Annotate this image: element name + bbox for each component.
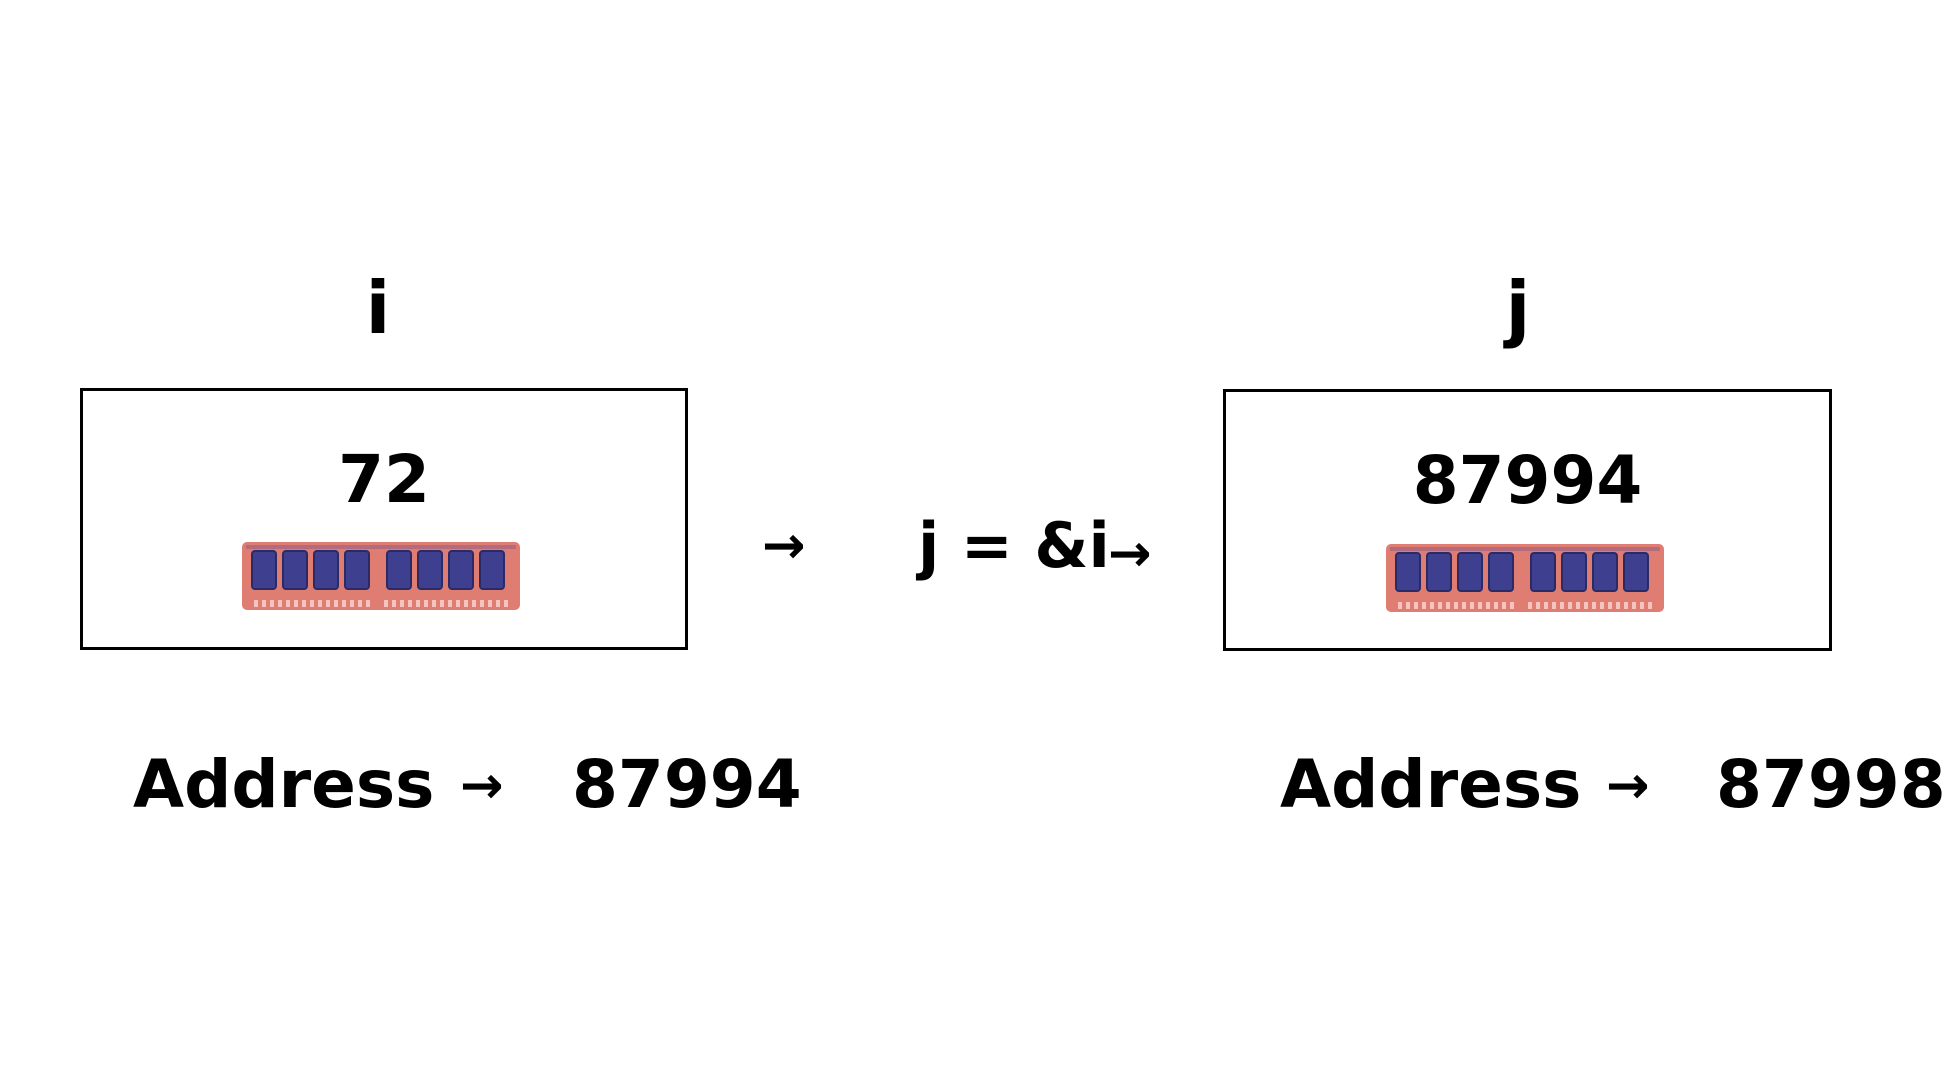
ram-stick-icon bbox=[242, 542, 520, 610]
address-value-j: 87998 bbox=[1716, 746, 1946, 823]
address-label: Address bbox=[1280, 746, 1582, 823]
address-arrow-icon: → bbox=[1606, 756, 1650, 816]
memory-cell-j: 87994 bbox=[1223, 389, 1832, 651]
address-arrow-icon: → bbox=[460, 756, 504, 816]
ram-stick-icon bbox=[1386, 544, 1664, 612]
address-row-i: Address bbox=[133, 752, 434, 818]
assignment-expression: j = &i bbox=[918, 509, 1110, 582]
address-value-i: 87994 bbox=[572, 746, 802, 823]
variable-name-j: j bbox=[1505, 266, 1531, 350]
cell-value-i: 72 bbox=[338, 441, 430, 518]
address-label: Address bbox=[133, 746, 435, 823]
arrow-right-icon: → bbox=[762, 516, 806, 576]
address-row-j: Address bbox=[1280, 752, 1581, 818]
arrow-right-icon: → bbox=[1108, 524, 1152, 584]
variable-name-i: i bbox=[365, 266, 391, 350]
cell-value-j: 87994 bbox=[1412, 442, 1643, 519]
memory-cell-i: 72 bbox=[80, 388, 688, 650]
